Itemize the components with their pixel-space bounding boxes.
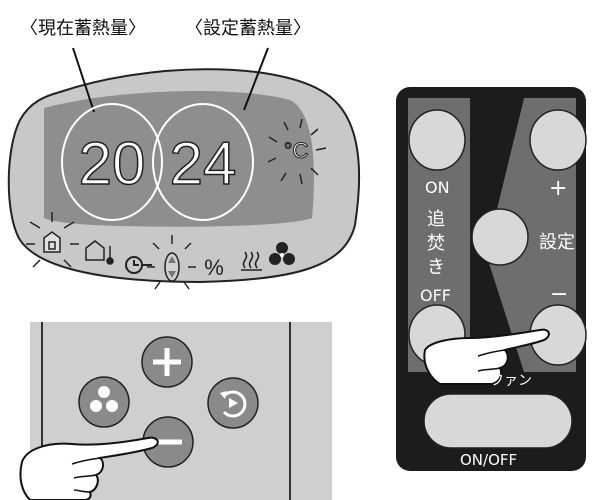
heater-icon <box>241 251 262 271</box>
control-panel <box>19 322 332 500</box>
reheat-label-1: 追 <box>427 209 445 230</box>
remote-control <box>396 87 587 471</box>
on-button[interactable] <box>408 109 466 171</box>
set-value-circle <box>152 103 254 221</box>
fan-button[interactable] <box>78 376 130 428</box>
current-heat-label: 〈現在蓄熱量〉 <box>20 18 146 39</box>
off-label: OFF <box>420 286 451 305</box>
house-heat-icon <box>26 212 79 268</box>
reheat-label-3: き <box>427 257 445 278</box>
display-unit: 20 24 °C <box>7 47 361 290</box>
set-value: 24 <box>170 130 237 197</box>
celsius-unit: °C <box>284 138 309 163</box>
plus-remote-button[interactable] <box>529 109 587 171</box>
celsius-indicator: °C <box>267 118 327 185</box>
remote-pointing-hand <box>423 328 550 385</box>
set-label: 設定 <box>539 232 575 253</box>
fan-icon <box>269 242 295 265</box>
leader-line-set <box>243 47 269 111</box>
current-value: 20 <box>79 130 146 197</box>
plus-label: + <box>549 176 568 201</box>
minus-label: − <box>550 282 569 307</box>
up-down-arrow-icon <box>147 235 196 290</box>
house-thermometer-icon <box>85 240 114 265</box>
fan-label: ファン <box>490 373 532 389</box>
onoff-button[interactable] <box>423 393 573 449</box>
onoff-label: ON/OFF <box>460 451 518 469</box>
current-value-circle <box>61 103 163 221</box>
set-button[interactable] <box>471 208 529 266</box>
leader-line-current <box>72 47 95 113</box>
plus-button[interactable] <box>141 336 193 388</box>
percent-icon: % <box>204 255 224 280</box>
set-heat-label: 〈設定蓄熱量〉 <box>185 18 311 39</box>
cycle-button[interactable] <box>207 377 259 429</box>
reheat-label-2: 焚 <box>427 233 445 254</box>
on-label: ON <box>425 178 450 197</box>
clock-icon <box>125 256 152 274</box>
